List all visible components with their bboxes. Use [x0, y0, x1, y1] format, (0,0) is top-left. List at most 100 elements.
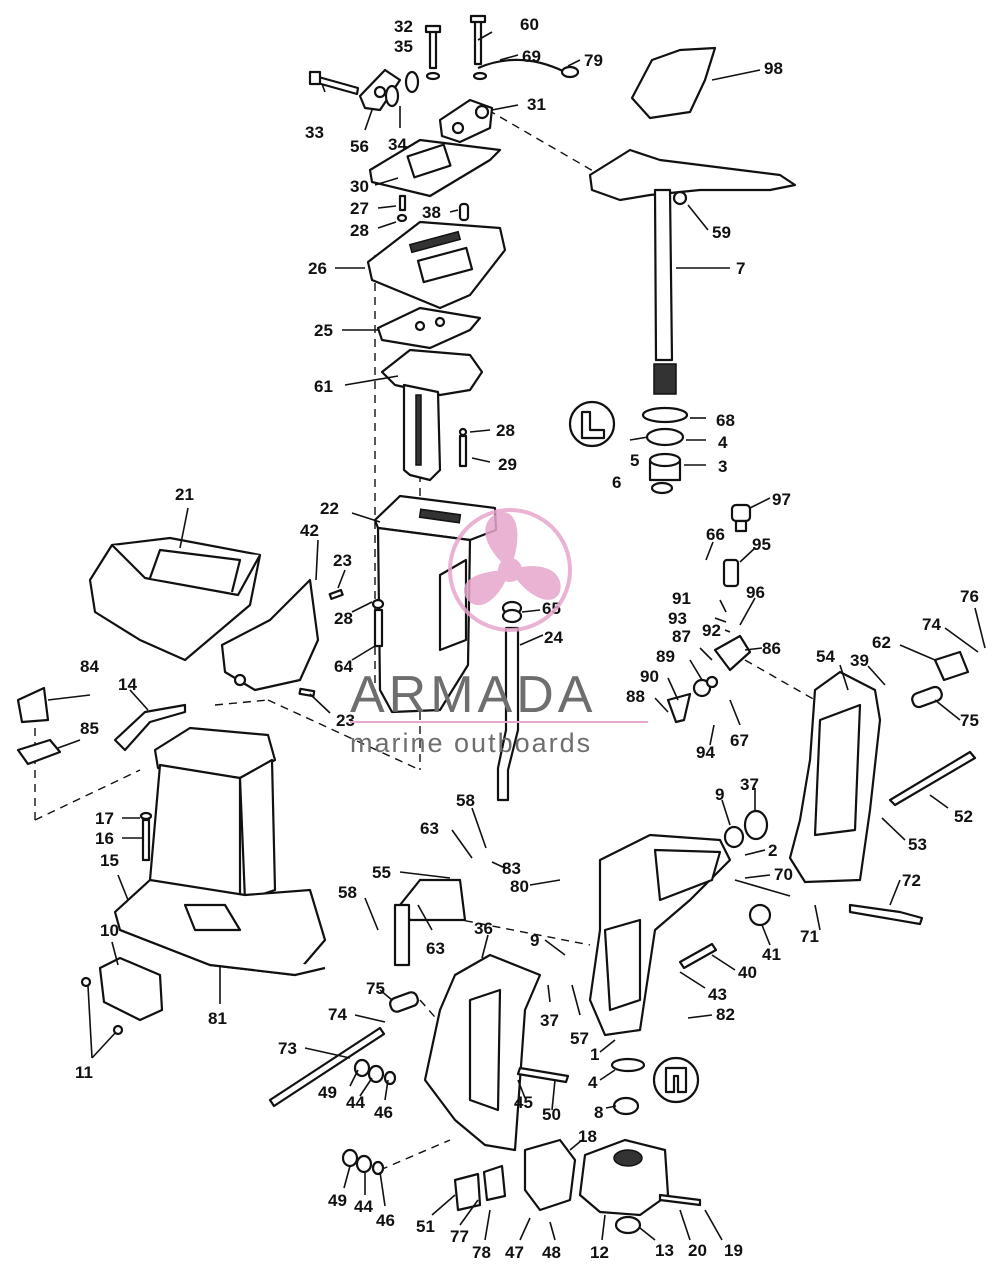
callout-30: 30 — [350, 177, 369, 196]
part-49-44-46-nuts-lower — [341, 1148, 385, 1176]
part-98-grip — [630, 46, 717, 120]
callout-28-top: 28 — [350, 221, 369, 240]
callout-59: 59 — [712, 223, 731, 242]
callout-5: 5 — [630, 451, 639, 470]
callout-71: 71 — [800, 927, 819, 946]
callout-56: 56 — [350, 137, 369, 156]
callout-80: 80 — [510, 877, 529, 896]
part-32-bolt — [424, 24, 442, 81]
callout-23-top: 23 — [333, 551, 352, 570]
callout-90: 90 — [640, 667, 659, 686]
callout-54: 54 — [816, 647, 835, 666]
callout-44-low: 44 — [354, 1197, 373, 1216]
callout-6: 6 — [612, 473, 621, 492]
callout-69: 69 — [522, 47, 541, 66]
callout-65: 65 — [542, 599, 561, 618]
callout-2: 2 — [768, 841, 777, 860]
callout-32: 32 — [394, 17, 413, 36]
callout-17: 17 — [95, 809, 114, 828]
callout-14: 14 — [118, 675, 137, 694]
callout-72: 72 — [902, 871, 921, 890]
callout-48: 48 — [542, 1243, 561, 1262]
part-72-bolt — [848, 903, 924, 926]
watermark: ARMADA marine outboards — [350, 508, 648, 758]
callout-13: 13 — [655, 1241, 674, 1260]
callout-67: 67 — [730, 731, 749, 750]
part-73-rod — [268, 1026, 386, 1108]
part-1-swivel-bracket — [588, 833, 732, 1037]
part-42-shroud-half — [220, 578, 320, 692]
callout-7: 7 — [736, 259, 745, 278]
callout-60: 60 — [520, 15, 539, 34]
part-59-nut — [672, 190, 688, 206]
part-25-gasket — [376, 306, 482, 350]
callout-83: 83 — [502, 859, 521, 878]
watermark-tagline: marine outboards — [350, 728, 592, 758]
callout-47: 47 — [505, 1243, 524, 1262]
callout-27: 27 — [350, 199, 369, 218]
callout-73: 73 — [278, 1039, 297, 1058]
part-9-37-bushings-upper — [723, 809, 769, 849]
callout-82: 82 — [716, 1005, 735, 1024]
callout-45: 45 — [514, 1093, 533, 1112]
callout-64: 64 — [334, 657, 353, 676]
part-36-stern-bracket — [423, 953, 542, 1152]
callout-57: 57 — [570, 1029, 589, 1048]
callout-1: 1 — [590, 1045, 599, 1064]
part-15-driveshaft-housing — [113, 726, 327, 977]
callout-34: 34 — [388, 135, 407, 154]
part-29-bolt — [458, 427, 468, 468]
callout-66: 66 — [706, 525, 725, 544]
callout-37-right: 37 — [740, 775, 759, 794]
part-16-bolt — [139, 811, 153, 862]
part-75-pin-left — [389, 991, 419, 1013]
part-84-85-brackets — [16, 686, 62, 766]
callout-78: 78 — [472, 1243, 491, 1262]
callout-19: 19 — [724, 1241, 743, 1260]
callout-75-left: 75 — [366, 979, 385, 998]
part-65-grommet — [501, 600, 523, 624]
part-7-steering-shaft — [588, 148, 797, 395]
callout-89: 89 — [656, 647, 675, 666]
part-23-screws — [298, 588, 344, 698]
callout-85: 85 — [80, 719, 99, 738]
part-13-bushing — [614, 1215, 642, 1235]
callout-96: 96 — [746, 583, 765, 602]
callout-88: 88 — [626, 687, 645, 706]
callout-41: 41 — [762, 945, 781, 964]
part-49-44-46-nuts-upper — [353, 1058, 397, 1086]
watermark-brand: ARMADA — [350, 666, 596, 724]
part-75-pin-right — [911, 685, 943, 709]
callout-63-top: 63 — [420, 819, 439, 838]
part-26-plate — [366, 220, 507, 310]
callout-49-low: 49 — [328, 1191, 347, 1210]
callout-87: 87 — [672, 627, 691, 646]
callout-51: 51 — [416, 1217, 435, 1236]
propeller-logo — [448, 508, 572, 632]
callout-58-top: 58 — [456, 791, 475, 810]
part-52-rod — [888, 750, 977, 807]
part-86-cam — [713, 634, 752, 672]
part-34-washers — [384, 70, 420, 108]
part-30-gasket — [368, 138, 502, 198]
callout-62: 62 — [872, 633, 891, 652]
callout-9-right: 9 — [715, 785, 724, 804]
callout-labels: 32 35 60 69 79 98 31 33 56 34 30 27 28 3… — [75, 15, 979, 1262]
leader-lines — [47, 31, 986, 1241]
callout-9-left: 9 — [530, 931, 539, 950]
callout-94: 94 — [696, 743, 715, 762]
callout-10: 10 — [100, 921, 119, 940]
callout-79: 79 — [584, 51, 603, 70]
callout-15: 15 — [100, 851, 119, 870]
callout-16: 16 — [95, 829, 114, 848]
callout-42: 42 — [300, 521, 319, 540]
callout-4-low: 4 — [588, 1073, 598, 1092]
part-81-plate — [119, 928, 326, 977]
callout-3: 3 — [718, 457, 727, 476]
callout-39: 39 — [850, 651, 869, 670]
part-95-lever — [722, 558, 740, 588]
callout-81: 81 — [208, 1009, 227, 1028]
callout-74-left: 74 — [328, 1005, 347, 1024]
callout-26: 26 — [308, 259, 327, 278]
